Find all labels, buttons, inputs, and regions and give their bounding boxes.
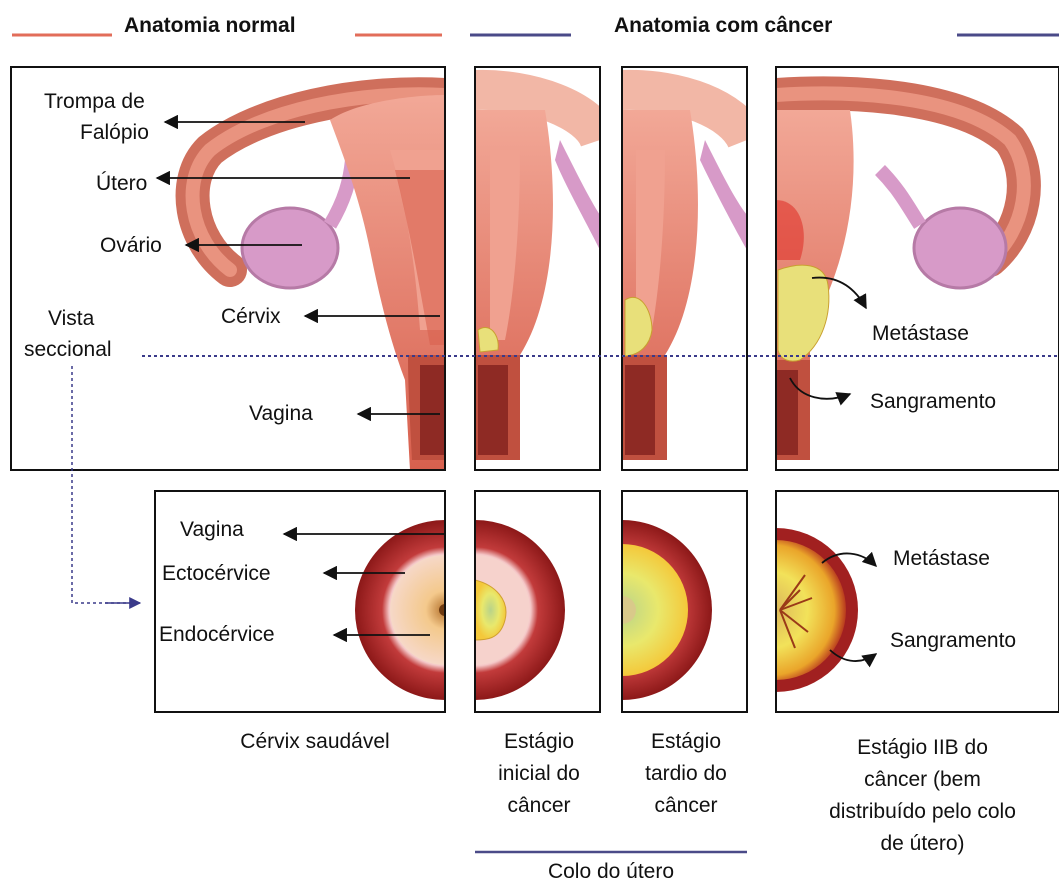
caption-late-line1: Estágio — [624, 726, 748, 758]
caption-iib-line1: Estágio IIB do — [790, 732, 1055, 764]
caption-early-line2: inicial do — [478, 758, 600, 790]
caption-iib-line2: câncer (bem — [790, 764, 1055, 796]
caption-iib-line3: distribuído pelo colo — [790, 796, 1055, 828]
label-section-vagina: Vagina — [180, 516, 244, 543]
caption-late-line2: tardio do — [624, 758, 748, 790]
label-fallopian-line1: Trompa de — [44, 88, 145, 115]
early-stage-drawing — [475, 90, 600, 470]
header-normal-anatomy: Anatomia normal — [124, 14, 296, 38]
footer-cervix-label: Colo do útero — [475, 856, 747, 888]
label-cervix: Cérvix — [221, 303, 281, 330]
label-vagina: Vagina — [249, 400, 313, 427]
caption-iib-line4: de útero) — [790, 828, 1055, 860]
section-connector — [72, 366, 138, 603]
section-panel-frames — [155, 491, 1059, 712]
caption-stage-iib: Estágio IIB do câncer (bem distribuído p… — [790, 732, 1055, 860]
caption-early-line1: Estágio — [478, 726, 600, 758]
late-stage-drawing — [622, 90, 747, 460]
label-ovary: Ovário — [100, 232, 162, 259]
caption-late-line3: câncer — [624, 790, 748, 822]
caption-early-stage: Estágio inicial do câncer — [478, 726, 600, 822]
label-uterus: Útero — [96, 170, 147, 197]
label-section-view-line2: seccional — [24, 336, 112, 363]
caption-healthy-cervix: Cérvix saudável — [200, 726, 430, 758]
caption-early-line3: câncer — [478, 790, 600, 822]
header-cancer-anatomy: Anatomia com câncer — [614, 14, 832, 38]
label-metastasis: Metástase — [872, 320, 969, 347]
caption-late-stage: Estágio tardio do câncer — [624, 726, 748, 822]
label-bleeding: Sangramento — [870, 388, 996, 415]
label-section-view-line1: Vista — [48, 305, 94, 332]
label-section-bleeding: Sangramento — [890, 627, 1016, 654]
label-endocervix: Endocérvice — [159, 621, 275, 648]
label-section-metastasis: Metástase — [893, 545, 990, 572]
label-fallopian-line2: Falópio — [80, 119, 149, 146]
label-ectocervix: Ectocérvice — [162, 560, 271, 587]
